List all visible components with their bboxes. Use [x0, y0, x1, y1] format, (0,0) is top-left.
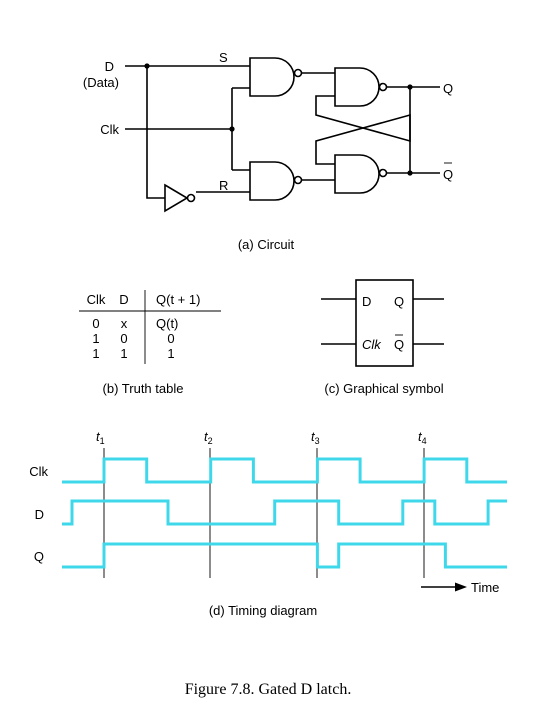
d-waveform	[62, 499, 507, 526]
junction-dot	[144, 63, 150, 69]
symbol-clk-label: Clk	[362, 337, 382, 352]
clk-waveform	[62, 457, 507, 484]
table-cell: 1	[120, 346, 127, 361]
symbol-q-label: Q	[394, 294, 404, 309]
time-marker: t2	[204, 429, 213, 578]
wire-feedback-qbar	[315, 113, 411, 173]
time-marker-label: t4	[418, 429, 427, 446]
symbol-caption: (c) Graphical symbol	[324, 381, 443, 396]
output-q-label: Q	[443, 81, 453, 96]
time-axis-arrowhead	[455, 582, 467, 592]
nand-bubble	[378, 168, 388, 178]
input-clk-label: Clk	[100, 122, 119, 137]
table-header-q: Q(t + 1)	[156, 292, 200, 307]
time-marker-label: t1	[96, 429, 105, 446]
junction-dot	[407, 84, 413, 90]
junction-dot	[407, 170, 413, 176]
table-cell: Q(t)	[156, 316, 178, 331]
graphical-symbol: D Q Clk Q (c) Graphical symbol	[321, 279, 444, 396]
figure-caption: Figure 7.8. Gated D latch.	[185, 681, 352, 698]
node-s-label: S	[219, 50, 228, 65]
timing-diagram: t1 t2 t3 t4 Clk D Q Time (d) Timing diag…	[29, 429, 507, 618]
table-cell: 0	[167, 331, 174, 346]
latch-symbol-box	[355, 279, 414, 367]
truth-table-caption: (b) Truth table	[103, 381, 184, 396]
input-d-label: D	[105, 59, 114, 74]
table-cell: 1	[92, 331, 99, 346]
time-marker-label: t2	[204, 429, 213, 446]
junction-dot	[229, 126, 235, 132]
symbol-qbar-label: Q	[394, 337, 404, 352]
inverter-gate	[164, 183, 189, 213]
nand-bubble	[378, 82, 388, 92]
circuit: D (Data) Clk S R Q Q (a) Circuit	[83, 50, 453, 252]
q-waveform	[62, 542, 507, 569]
nand-gate-r	[249, 161, 295, 201]
nand-bubble	[293, 68, 303, 78]
node-r-label: R	[219, 178, 228, 193]
nand-gate-s	[249, 57, 295, 97]
time-axis-label: Time	[471, 580, 499, 595]
time-marker-label: t3	[311, 429, 320, 446]
table-cell: 1	[92, 346, 99, 361]
nand-gate-qbar	[334, 154, 380, 194]
table-header-clk: Clk	[87, 292, 106, 307]
inverter-bubble	[186, 193, 196, 203]
time-marker: t4	[418, 429, 427, 578]
signal-label-q: Q	[34, 549, 44, 564]
table-header-d: D	[119, 292, 128, 307]
output-qbar-label: Q	[443, 167, 453, 182]
nand-gate-q	[334, 67, 380, 107]
timing-caption: (d) Timing diagram	[209, 603, 317, 618]
table-cell: 1	[167, 346, 174, 361]
signal-label-clk: Clk	[29, 464, 48, 479]
table-cell: 0	[92, 316, 99, 331]
table-cell: x	[121, 316, 128, 331]
circuit-caption: (a) Circuit	[238, 237, 295, 252]
signal-label-d: D	[35, 507, 44, 522]
nand-bubble	[293, 175, 303, 185]
truth-table: Clk D Q(t + 1) 0 x Q(t) 1 0 0 1 1 1 (b) …	[79, 290, 221, 396]
input-d-sublabel: (Data)	[83, 75, 119, 90]
symbol-d-label: D	[362, 294, 371, 309]
table-cell: 0	[120, 331, 127, 346]
wire-d-down	[146, 66, 165, 199]
